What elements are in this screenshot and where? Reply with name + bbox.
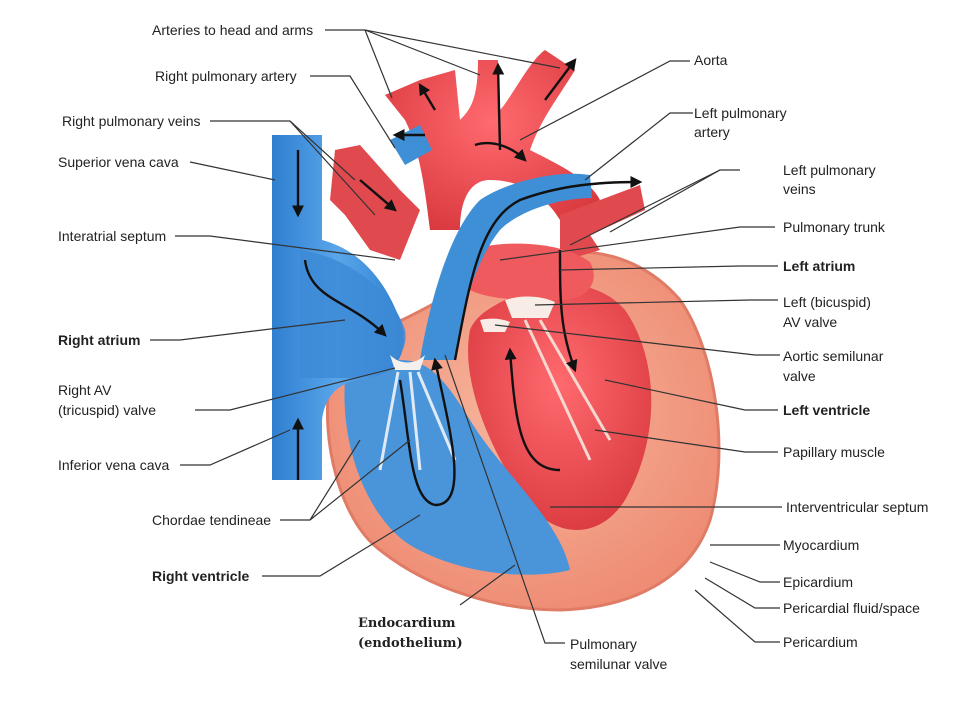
label-chordae-tendineae: Chordae tendineae [152, 510, 271, 531]
label-superior-vena-cava: Superior vena cava [58, 152, 179, 173]
label-aorta: Aorta [694, 50, 727, 71]
right-atrium-blue [300, 250, 406, 378]
label-aortic-semilunar-line2: valve [783, 366, 816, 387]
label-interatrial-septum: Interatrial septum [58, 226, 166, 247]
label-left-atrium: Left atrium [783, 256, 855, 277]
label-right-av-valve-line2: (tricuspid) valve [58, 400, 156, 421]
label-right-pulmonary-artery: Right pulmonary artery [155, 66, 297, 87]
label-left-pulmonary-veins-line2: veins [783, 179, 816, 200]
label-left-bicuspid-line1: Left (bicuspid) [783, 292, 871, 313]
label-epicardium: Epicardium [783, 572, 853, 593]
label-left-pulmonary-artery-line2: artery [694, 122, 730, 143]
label-right-av-valve-line1: Right AV [58, 380, 111, 401]
label-endocardium-line1: Endocardium [358, 614, 456, 634]
label-pulmonary-trunk: Pulmonary trunk [783, 217, 885, 238]
label-right-atrium: Right atrium [58, 330, 140, 351]
label-right-pulmonary-veins: Right pulmonary veins [62, 111, 201, 132]
bicuspid-valve [505, 296, 555, 318]
label-aortic-semilunar-line1: Aortic semilunar [783, 346, 883, 367]
label-left-bicuspid-line2: AV valve [783, 312, 837, 333]
label-right-ventricle: Right ventricle [152, 566, 249, 587]
label-papillary-muscle: Papillary muscle [783, 442, 885, 463]
label-endocardium-line2: (endothelium) [358, 634, 463, 654]
label-arteries-head-arms: Arteries to head and arms [152, 20, 313, 41]
label-left-ventricle: Left ventricle [783, 400, 870, 421]
label-pericardium: Pericardium [783, 632, 858, 653]
label-interventricular-septum: Interventricular septum [786, 497, 928, 518]
label-pericardial-fluid: Pericardial fluid/space [783, 598, 920, 619]
label-myocardium: Myocardium [783, 535, 859, 556]
label-left-pulmonary-artery-line1: Left pulmonary [694, 103, 787, 124]
label-inferior-vena-cava: Inferior vena cava [58, 455, 169, 476]
label-pulmonary-semilunar-line1: Pulmonary [570, 634, 637, 655]
label-left-pulmonary-veins-line1: Left pulmonary [783, 160, 876, 181]
label-pulmonary-semilunar-line2: semilunar valve [570, 654, 667, 675]
